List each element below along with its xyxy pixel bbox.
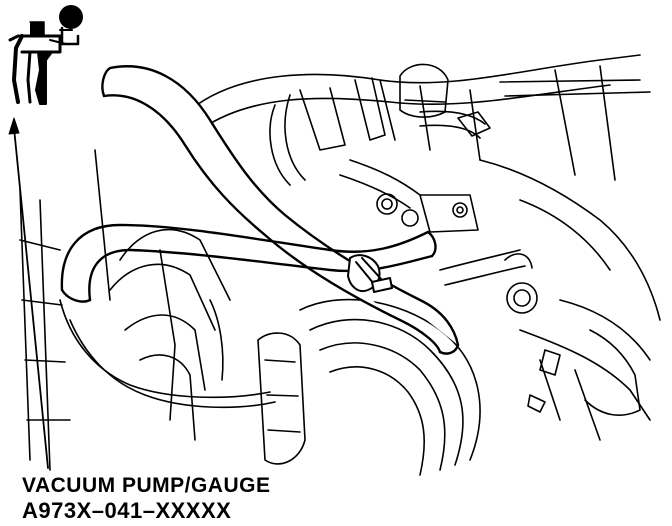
vacuum-gauge-icon xyxy=(8,5,83,105)
tool-name-label: VACUUM PUMP/GAUGE xyxy=(22,474,271,497)
hose-clamp-icon xyxy=(347,254,393,293)
tool-part-number-label: A973X–041–XXXXX xyxy=(22,498,232,523)
engine-background-linework xyxy=(19,54,661,476)
callout-arrow xyxy=(8,117,49,469)
